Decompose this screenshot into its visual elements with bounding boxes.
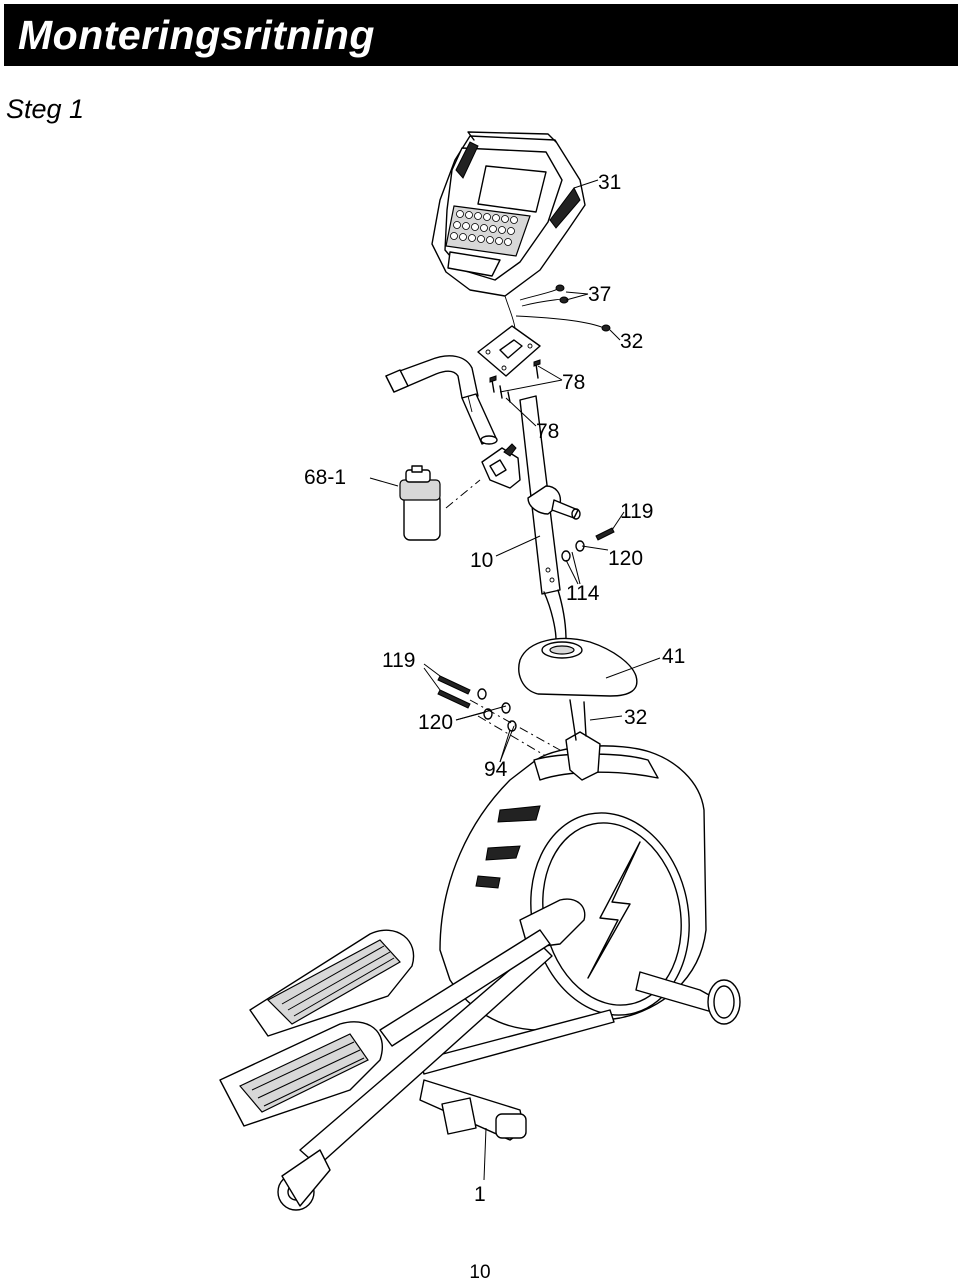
callout-10: 10 xyxy=(470,549,493,572)
callout-68-1: 68-1 xyxy=(304,466,346,489)
handlebar xyxy=(385,355,498,445)
callout-120-upper: 120 xyxy=(608,547,643,570)
callout-114: 114 xyxy=(566,582,600,605)
callout-32-lower: 32 xyxy=(624,706,647,729)
callout-78-lower: 78 xyxy=(536,420,559,443)
callout-94: 94 xyxy=(484,758,508,781)
callout-78-upper: 78 xyxy=(562,371,585,394)
leader-lines xyxy=(369,179,661,1181)
washer-bolt-set-upper xyxy=(561,527,615,562)
nut-parts xyxy=(555,284,611,332)
header-bar: Monteringsritning xyxy=(4,4,958,66)
elliptical-frame xyxy=(219,699,741,1211)
callout-37: 37 xyxy=(588,283,611,306)
callout-32-upper: 32 xyxy=(620,330,643,353)
water-bottle xyxy=(399,465,441,541)
bottle-holder xyxy=(481,443,521,489)
console xyxy=(431,131,605,349)
callout-31: 31 xyxy=(598,171,621,194)
page-title: Monteringsritning xyxy=(18,12,375,58)
washer-bolt-set-lower xyxy=(437,675,517,732)
shroud xyxy=(518,637,638,697)
callout-120-lower: 120 xyxy=(418,711,453,734)
callout-1: 1 xyxy=(474,1183,486,1206)
callout-41: 41 xyxy=(662,645,685,668)
step-title: Steg 1 xyxy=(6,94,85,124)
mounting-plate xyxy=(477,325,541,403)
callout-119-lower: 119 xyxy=(382,649,415,672)
page-number: 10 xyxy=(469,1262,491,1283)
callout-119-upper: 119 xyxy=(620,500,653,523)
upright-tube xyxy=(519,395,581,641)
